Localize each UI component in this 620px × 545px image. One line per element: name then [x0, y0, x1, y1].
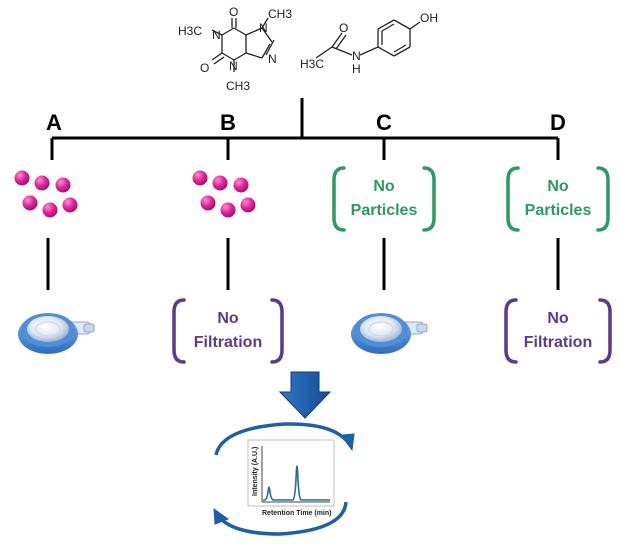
no-particles-line1: No: [373, 178, 395, 195]
branch-label-d: D: [550, 110, 566, 135]
down-arrow-icon: [278, 371, 332, 419]
no-particles-brackets-c: [332, 166, 436, 232]
particle-dot: [14, 170, 30, 186]
particles-cluster-b: [192, 170, 256, 218]
no-particles-label-c: No Particles: [340, 175, 428, 223]
no-filtration-label-b: No Filtration: [180, 307, 276, 355]
acetaminophen-structure: [315, 19, 421, 59]
particle-dot: [212, 175, 228, 191]
caffeine-labels: H3C N O O N N N CH3 CH3: [178, 5, 292, 93]
no-filtration-line1: No: [217, 310, 239, 327]
caffeine-n1-label: N: [212, 28, 221, 42]
particle-dot: [192, 170, 208, 186]
particle-dot: [233, 177, 249, 193]
no-filtration-brackets-d: [504, 298, 612, 364]
syringe-filter-icon-a: [18, 313, 95, 354]
no-filtration-line2: Filtration: [523, 334, 593, 351]
particles-cluster-a: [14, 170, 78, 218]
syringe-filter-icon-c: [351, 313, 428, 354]
branch-label-a: A: [46, 110, 62, 135]
chromatogram-trace: [263, 465, 330, 501]
caffeine-o2-label: O: [200, 61, 209, 75]
no-filtration-line1: No: [547, 310, 569, 327]
no-particles-label-d: No Particles: [514, 175, 602, 223]
cycle-arrows-icon: [213, 422, 355, 536]
acetaminophen-labels: OH O H3C N H: [300, 11, 438, 76]
acetaminophen-o-label: O: [339, 21, 348, 35]
chromatogram-y-label: Intensity (A.U.): [252, 447, 259, 496]
no-particles-line2: Particles: [524, 202, 592, 219]
caffeine-ch3-top-label: CH3: [268, 7, 292, 21]
acetaminophen-h-label: H: [352, 62, 361, 76]
caffeine-structure: [211, 17, 275, 72]
chromatogram: Intensity (A.U.) Retention Time (min): [247, 439, 335, 517]
caffeine-n7-label: N: [259, 21, 268, 35]
particle-dot: [220, 202, 236, 218]
caffeine-o1-label: O: [229, 5, 238, 19]
branch-label-b: B: [220, 110, 236, 135]
no-particles-brackets-d: [506, 166, 610, 232]
cycle-arrow-top: [214, 422, 348, 456]
chromatogram-x-label: Retention Time (min): [262, 510, 331, 517]
acetaminophen-oh-label: OH: [420, 11, 438, 25]
branch-label-c: C: [376, 110, 392, 135]
particle-dot: [22, 195, 38, 211]
acetaminophen-h3c-label: H3C: [300, 57, 324, 71]
caffeine-n9-label: N: [268, 52, 277, 66]
no-particles-line1: No: [547, 178, 569, 195]
no-filtration-label-d: No Filtration: [512, 307, 604, 355]
caffeine-ch3-bottom-label: CH3: [226, 79, 250, 93]
caffeine-n3-label: N: [229, 59, 238, 73]
no-filtration-line2: Filtration: [193, 334, 263, 351]
particle-dot: [62, 197, 78, 213]
particle-dot: [34, 175, 50, 191]
tree-connectors: [46, 98, 560, 290]
particle-dot: [200, 195, 216, 211]
caffeine-h3c-label: H3C: [178, 24, 202, 38]
particle-dot: [55, 177, 71, 193]
acetaminophen-n-label: N: [352, 49, 361, 63]
no-particles-line2: Particles: [350, 202, 418, 219]
no-filtration-brackets-b: [172, 298, 284, 364]
particle-dot: [240, 197, 256, 213]
cycle-arrow-bottom: [218, 501, 348, 536]
particle-dot: [42, 202, 58, 218]
